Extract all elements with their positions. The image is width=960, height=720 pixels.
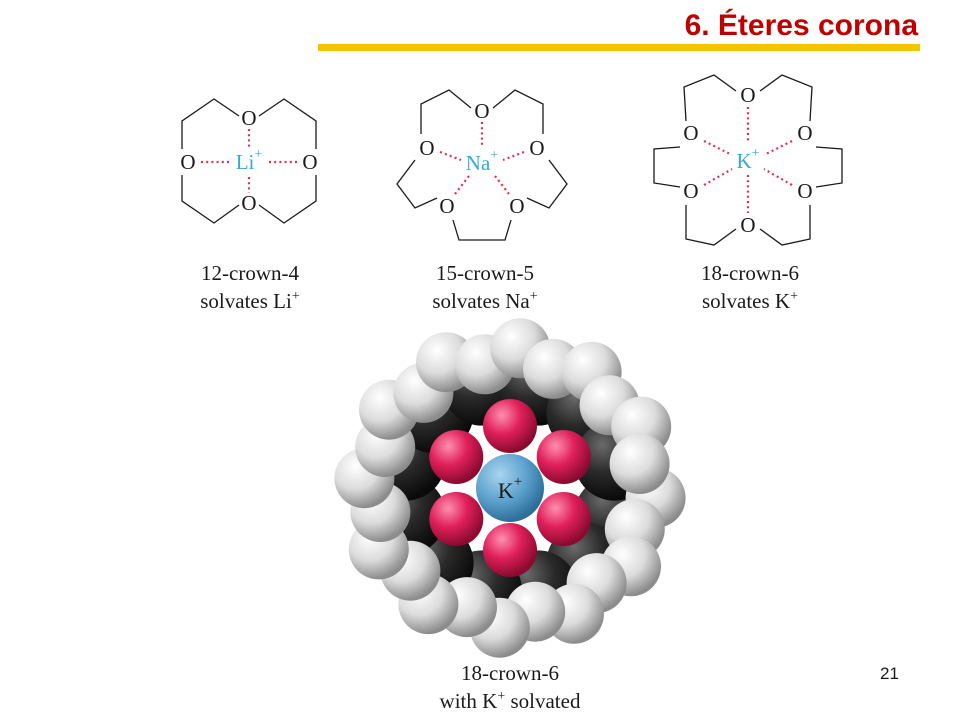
caption-18-crown-6: 18-crown-6 solvates K+ (675, 262, 825, 313)
caption-15-crown-5: 15-crown-5 solvates Na+ (405, 262, 565, 313)
ion-symbol: K (736, 149, 751, 173)
page-number: 21 (880, 664, 899, 683)
ion-charge: + (514, 474, 522, 490)
caption-verb: solvates (200, 289, 268, 313)
caption-charge: + (790, 289, 798, 304)
caption-charge: + (291, 289, 300, 304)
oxygen-atom: O (797, 121, 812, 145)
oxygen-atom: O (740, 83, 755, 107)
oxygen-atom: O (797, 179, 812, 203)
ion-symbol: Na (466, 151, 491, 175)
potassium-atom (476, 454, 544, 522)
caption-12-crown-4: 12-crown-4 solvates Li+ (180, 262, 320, 313)
oxygen-atom: O (241, 106, 256, 130)
ion-charge: + (752, 146, 760, 161)
caption-line: solvates Li+ (180, 285, 320, 313)
caption-line: solvates K+ (675, 285, 825, 313)
ring-bonds (653, 74, 843, 246)
caption-ion: K (774, 289, 791, 313)
coordination-bonds (439, 122, 525, 195)
oxygen-atom (429, 430, 484, 484)
caption-charge: + (497, 689, 506, 704)
oxygen-atom (483, 523, 537, 577)
lithium-ion: Li+ (236, 147, 263, 175)
space-filling-model: K+ (334, 318, 686, 658)
oxygen-atom: O (529, 136, 544, 160)
caption-name: 15-crown-5 (436, 261, 534, 285)
hydrogen-atoms (334, 318, 686, 658)
structure-15-crown-5: O O O O O Na+ (396, 89, 568, 241)
oxygen-atom: O (439, 194, 454, 218)
ion-symbol: Li (236, 150, 255, 174)
caption-space-filling-model: 18-crown-6 with K+ solvated (420, 662, 600, 713)
sodium-ion: Na+ (466, 148, 499, 176)
structure-18-crown-6: O O O O O O K+ (653, 74, 843, 246)
caption-line: with K+ solvated (420, 685, 600, 713)
caption-ion: Li (273, 289, 292, 313)
potassium-ion: K+ (736, 146, 759, 174)
potassium-label: K+ (498, 474, 522, 503)
oxygen-atom (536, 430, 591, 484)
caption-name: 18-crown-6 (461, 661, 559, 685)
coordination-bonds (703, 107, 793, 213)
ion-charge: + (254, 147, 262, 162)
caption-verb: solvates (432, 289, 500, 313)
oxygen-atom: O (683, 179, 698, 203)
oxygen-atom (429, 492, 484, 546)
caption-name: 18-crown-6 (701, 261, 799, 285)
caption-ion: Na (505, 289, 530, 313)
caption-verb: solvates (702, 289, 770, 313)
oxygen-atoms (429, 399, 591, 577)
slide-title: 6. Éteres corona (684, 9, 918, 42)
ion-symbol: K (498, 478, 514, 503)
oxygen-atom: O (509, 194, 524, 218)
ring-bonds (396, 89, 568, 241)
oxygen-atom (483, 399, 537, 453)
ion-charge: + (490, 148, 498, 163)
caption-charge: + (529, 289, 538, 304)
caption-line: solvates Na+ (405, 285, 565, 313)
oxygen-atom (536, 492, 591, 546)
caption-ion: K (482, 689, 498, 713)
oxygen-atom: O (241, 191, 256, 215)
oxygen-atom: O (180, 150, 195, 174)
oxygen-atom: O (302, 150, 317, 174)
oxygen-atom: O (683, 121, 698, 145)
oxygen-atom: O (740, 213, 755, 237)
caption-suffix: solvated (510, 689, 581, 713)
structure-12-crown-4: O O O O Li+ (180, 98, 318, 224)
title-underline (318, 44, 920, 51)
ring-bonds (181, 98, 317, 224)
caption-name: 12-crown-4 (201, 261, 299, 285)
oxygen-atom: O (474, 99, 489, 123)
hydrogen-atom (609, 434, 670, 494)
caption-prefix: with (439, 689, 477, 713)
oxygen-atom: O (419, 136, 434, 160)
